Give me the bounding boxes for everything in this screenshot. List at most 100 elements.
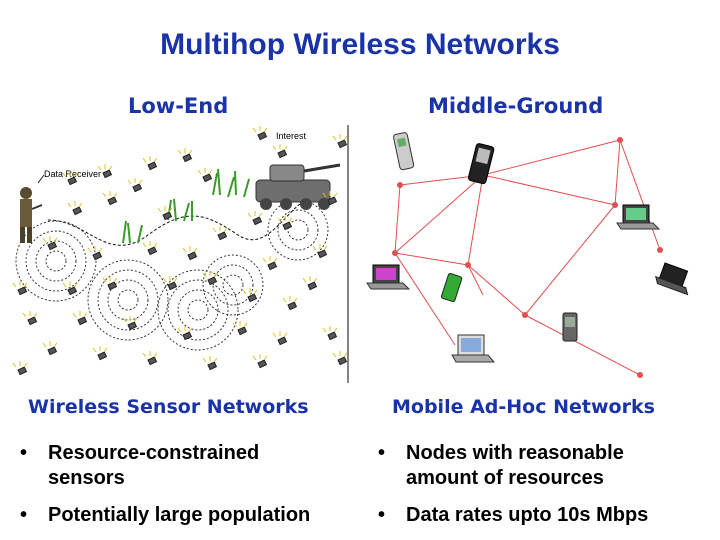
signal-spark-icon (103, 276, 117, 282)
sensor-node-icon (338, 140, 346, 147)
sensor-node-icon (253, 217, 261, 224)
sensor-node-icon (238, 327, 246, 334)
sensor-node-icon (208, 277, 216, 284)
sensor-node-icon (28, 317, 36, 324)
sensor-node-icon (188, 252, 196, 259)
signal-spark-icon (323, 326, 337, 332)
pda-icon (468, 143, 495, 184)
signal-spark-icon (43, 341, 57, 347)
signal-spark-icon (143, 351, 157, 357)
signal-spark-icon (93, 346, 107, 352)
signal-spark-icon (278, 216, 292, 222)
sensor-node-icon (148, 247, 156, 254)
sensor-node-icon (258, 360, 266, 367)
signal-spark-icon (333, 134, 347, 140)
sensor-node-icon (183, 332, 191, 339)
sensor-node-icon (338, 357, 346, 364)
bullet-left-1: •Resource-constrained sensors (20, 441, 259, 491)
sensor-node-icon (93, 252, 101, 259)
signal-spark-icon (43, 236, 57, 242)
sensor-node-icon (218, 232, 226, 239)
signal-spark-icon (183, 246, 197, 252)
sensor-node-icon (278, 150, 286, 157)
sensor-node-icon (18, 287, 26, 294)
sensor-node-icon (318, 250, 326, 257)
antenna-nodes (392, 137, 663, 378)
sensor-node-icon (163, 212, 171, 219)
sensor-node-icon (308, 282, 316, 289)
laptop-icon (617, 205, 659, 229)
signal-spark-icon (128, 178, 142, 184)
sensor-node-icon (18, 367, 26, 374)
signal-spark-icon (68, 201, 82, 207)
signal-spark-icon (273, 331, 287, 337)
sensor-node-icon (103, 170, 111, 177)
sensor-node-icon (328, 332, 336, 339)
sensor-node-icon (148, 162, 156, 169)
sensor-node-icon (268, 262, 276, 269)
adhoc-network-illustration (365, 125, 705, 385)
sensor-node-icon (108, 197, 116, 204)
signal-spark-icon (178, 326, 192, 332)
signal-spark-icon (248, 211, 262, 217)
sensor-node-icon (168, 282, 176, 289)
interest-label: Interest (276, 131, 307, 141)
sensor-node-icon (48, 347, 56, 354)
signal-spark-icon (263, 256, 277, 262)
sensor-node-icon (183, 154, 191, 161)
wsn-label: Wireless Sensor Networks (28, 396, 309, 418)
sensor-node-icon (248, 294, 256, 301)
sensor-node-icon (78, 317, 86, 324)
sensor-node-icon (258, 132, 266, 139)
tank-icon (256, 165, 340, 210)
signal-spark-icon (253, 126, 267, 132)
sensor-node-icon (98, 352, 106, 359)
signal-spark-icon (143, 156, 157, 162)
sensor-node-icon (48, 242, 56, 249)
signal-spark-icon (303, 276, 317, 282)
pda-icon (563, 313, 577, 341)
signal-spark-icon (13, 281, 27, 287)
signal-spark-icon (333, 351, 347, 357)
bullet-right-1: •Nodes with reasonable amount of resourc… (378, 441, 624, 491)
slide-title: Multihop Wireless Networks (0, 28, 720, 62)
sensor-node-icon (283, 222, 291, 229)
sensor-node-icon (208, 362, 216, 369)
signal-spark-icon (178, 148, 192, 154)
sensor-node-icon (288, 302, 296, 309)
signal-spark-icon (313, 244, 327, 250)
signal-spark-icon (283, 296, 297, 302)
sensor-node-icon (128, 322, 136, 329)
cellphone-icon (393, 132, 414, 170)
signal-spark-icon (23, 311, 37, 317)
signal-spark-icon (203, 356, 217, 362)
sensor-node-icon (73, 207, 81, 214)
laptop-icon (367, 265, 409, 289)
signal-spark-icon (73, 311, 87, 317)
manet-label: Mobile Ad-Hoc Networks (392, 396, 655, 418)
signal-spark-icon (253, 354, 267, 360)
sensor-node-icon (203, 174, 211, 181)
signal-spark-icon (63, 281, 77, 287)
signal-spark-icon (143, 241, 157, 247)
sensor-node-icon (133, 184, 141, 191)
bullet-left-2: •Potentially large population (20, 503, 310, 528)
soldier-icon (20, 187, 42, 243)
signal-spark-icon (243, 288, 257, 294)
signal-spark-icon (98, 164, 112, 170)
laptop-icon (654, 262, 695, 295)
handheld-icon (441, 273, 462, 302)
sensor-node-icon (278, 337, 286, 344)
signal-spark-icon (233, 321, 247, 327)
signal-spark-icon (198, 168, 212, 174)
sensor-network-illustration: Data Receiver Interest (8, 125, 353, 385)
bullet-right-2: •Data rates upto 10s Mbps (378, 503, 648, 528)
signal-spark-icon (273, 144, 287, 150)
signal-spark-icon (13, 361, 27, 367)
sensor-node-icon (108, 282, 116, 289)
low-end-heading: Low-End (128, 94, 228, 118)
middle-ground-heading: Middle-Ground (428, 94, 603, 118)
signal-spark-icon (103, 191, 117, 197)
sensor-node-icon (148, 357, 156, 364)
laptop-icon (452, 335, 494, 362)
